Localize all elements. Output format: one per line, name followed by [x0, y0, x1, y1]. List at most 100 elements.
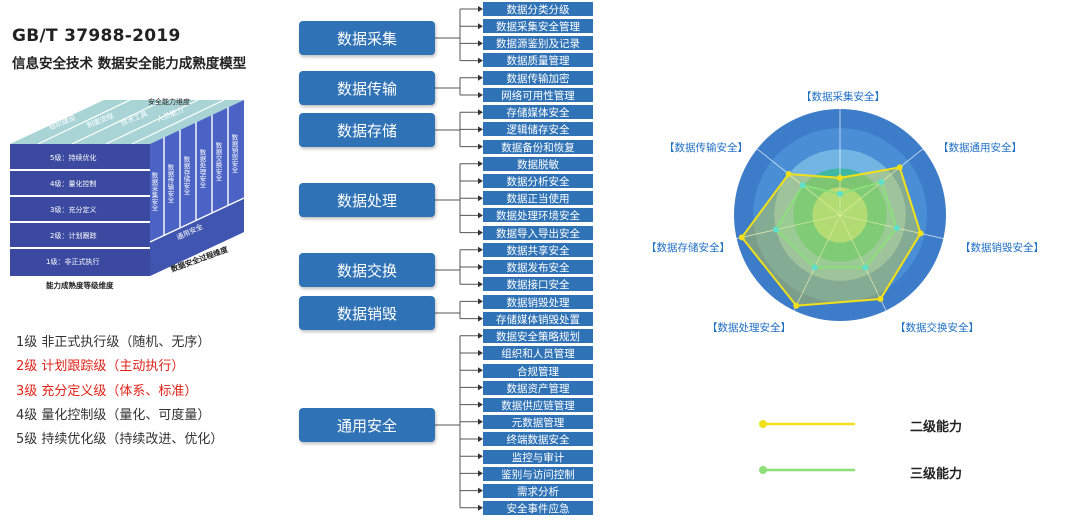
arrow-icon: [478, 453, 483, 460]
process-area: 数据备份和恢复: [483, 140, 593, 154]
radar-legend: [759, 420, 855, 474]
radar-series-area: [774, 180, 898, 269]
radar-axis-label: 【数据销毁安全】: [960, 242, 1044, 254]
arrow-icon: [478, 264, 483, 270]
level-5-text: 5级 持续优化级（持续改进、优化）: [16, 432, 224, 447]
legend-marker-level2: [759, 420, 767, 428]
radar-point: [837, 190, 843, 197]
process-area: 数据采集安全管理: [483, 19, 593, 33]
category-data-exchange: 数据交换: [299, 253, 435, 287]
cube-column-label: 数据采集安全: [150, 171, 158, 212]
radar-axis-label: 【数据通用安全】: [938, 142, 1022, 154]
radar-point: [785, 171, 792, 178]
process-area: 网络可用性管理: [483, 88, 593, 102]
process-area: 合规管理: [483, 364, 593, 378]
category-data-destruction: 数据销毁: [299, 296, 435, 330]
arrow-icon: [478, 57, 483, 64]
arrow-icon: [478, 143, 483, 150]
radar-point: [837, 174, 843, 181]
radar-point: [917, 230, 924, 237]
radar-point: [877, 296, 884, 303]
arrow-icon: [478, 298, 483, 305]
cube-column-label: 数据销毁安全: [230, 133, 238, 174]
radar-spoke: [793, 214, 841, 311]
arrow-icon: [478, 92, 483, 98]
process-area: 数据供应链管理: [483, 398, 593, 412]
arrow-icon: [478, 126, 483, 133]
radar-spoke: [839, 214, 887, 311]
standard-number: GB/T 37988-2019: [12, 26, 181, 46]
cube-column-label: 数据处理安全: [198, 148, 206, 189]
cube-level-label: 3级：充分定义: [50, 205, 96, 214]
radar-point: [896, 164, 903, 171]
process-area: 逻辑储存安全: [483, 122, 593, 136]
radar-axis-label: 【数据传输安全】: [664, 142, 748, 154]
process-area: 数据传输加密: [483, 71, 593, 85]
process-area: 数据销毁处理: [483, 295, 593, 309]
category-data-collection: 数据采集: [299, 21, 435, 55]
arrow-icon: [478, 504, 483, 511]
cube-level-label: 2级：计划跟踪: [50, 231, 96, 240]
radar-point: [738, 234, 745, 241]
process-area: 数据处理环境安全: [483, 208, 593, 222]
cube-column-label: 数据传输安全: [166, 163, 174, 204]
cube-bottom-axis-label: 能力成熟度等级维度: [46, 280, 114, 290]
process-area: 数据资产管理: [483, 381, 593, 395]
arrow-icon: [478, 229, 483, 236]
process-area: 数据正当使用: [483, 191, 593, 205]
cube-level-label: 1级：非正式执行: [46, 257, 99, 266]
radar-spoke: [756, 148, 841, 216]
legend-label-level3: 三级能力: [910, 467, 963, 482]
process-area: 数据安全策略规划: [483, 329, 593, 343]
process-area: 监控与审计: [483, 450, 593, 464]
category-data-transmission: 数据传输: [299, 71, 435, 105]
arrow-icon: [478, 195, 483, 202]
level-1-text: 1级 非正式执行级（随机、无序）: [16, 335, 211, 350]
arrow-icon: [478, 487, 483, 494]
cube-level-label: 5级：持续优化: [50, 153, 96, 162]
level-4-text: 4级 量化控制级（量化、可度量）: [16, 408, 211, 423]
process-area: 数据发布安全: [483, 260, 593, 274]
process-area: 数据分析安全: [483, 174, 593, 188]
process-area: 存储媒体安全: [483, 105, 593, 119]
arrow-icon: [478, 212, 483, 219]
radar-axis-label: 【数据采集安全】: [801, 91, 885, 103]
radar-axis-label: 【数据处理安全】: [707, 322, 791, 334]
radar-point: [772, 226, 779, 233]
cube-column-label: 数据存储安全: [182, 155, 190, 196]
arrow-icon: [478, 40, 483, 47]
process-area: 终端数据安全: [483, 432, 593, 446]
category-data-processing: 数据处理: [299, 183, 435, 217]
radar-point: [862, 264, 869, 271]
process-area: 数据脱敏: [483, 157, 593, 171]
arrow-icon: [478, 367, 483, 374]
process-area: 存储媒体销毁处置: [483, 312, 593, 326]
process-area: 需求分析: [483, 484, 593, 498]
radar-spoke: [736, 214, 841, 239]
model-title: 信息安全技术 数据安全能力成熟度模型: [12, 56, 247, 72]
arrow-icon: [478, 281, 483, 288]
process-area: 组织和人员管理: [483, 346, 593, 360]
radar-point: [811, 264, 818, 271]
category-data-storage: 数据存储: [299, 113, 435, 147]
category-general-security: 通用安全: [299, 408, 435, 442]
process-area: 数据质量管理: [483, 53, 593, 67]
process-area: 元数据管理: [483, 415, 593, 429]
radar-axis-label: 【数据存储安全】: [646, 242, 730, 254]
legend-label-level2: 二级能力: [910, 420, 963, 435]
process-area: 数据源鉴别及记录: [483, 36, 593, 50]
radar-series-area: [740, 166, 922, 307]
arrow-icon: [478, 418, 483, 425]
maturity-cube-diagram: 安全能力维度 组织建设 制度流程 技术工具 人员能力 5级：持续优化 4级：量化…: [10, 97, 245, 290]
cube-level-label: 4级：量化控制: [50, 179, 96, 188]
arrow-icon: [478, 109, 483, 116]
arrow-icon: [478, 178, 483, 184]
radar-point: [878, 178, 885, 185]
radar-axis-label: 【数据交换安全】: [895, 322, 979, 334]
arrow-icon: [478, 74, 483, 81]
process-area: 鉴别与访问控制: [483, 467, 593, 481]
cube-column-label: 数据交换安全: [214, 141, 222, 182]
arrow-icon: [478, 246, 483, 253]
